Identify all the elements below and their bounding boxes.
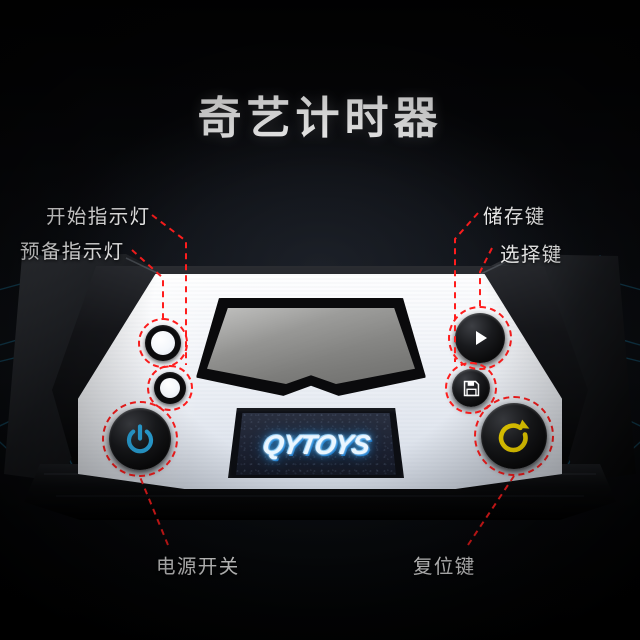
leader-reset-key bbox=[467, 475, 515, 546]
label-start-indicator: 开始指示灯 bbox=[46, 206, 151, 228]
leader-save-key bbox=[454, 212, 479, 362]
label-reset-key: 复位键 bbox=[413, 556, 476, 578]
label-power-switch: 电源开关 bbox=[156, 556, 240, 578]
leader-start-indicator bbox=[151, 214, 187, 365]
leader-ready-indicator bbox=[131, 249, 164, 318]
page-title: 奇艺计时器 bbox=[197, 94, 443, 143]
label-save-key: 储存键 bbox=[483, 206, 546, 228]
label-select-key: 选择键 bbox=[500, 244, 563, 266]
label-ready-indicator: 预备指示灯 bbox=[20, 241, 125, 263]
leader-power-switch bbox=[139, 476, 169, 546]
leader-select-key bbox=[479, 247, 493, 306]
